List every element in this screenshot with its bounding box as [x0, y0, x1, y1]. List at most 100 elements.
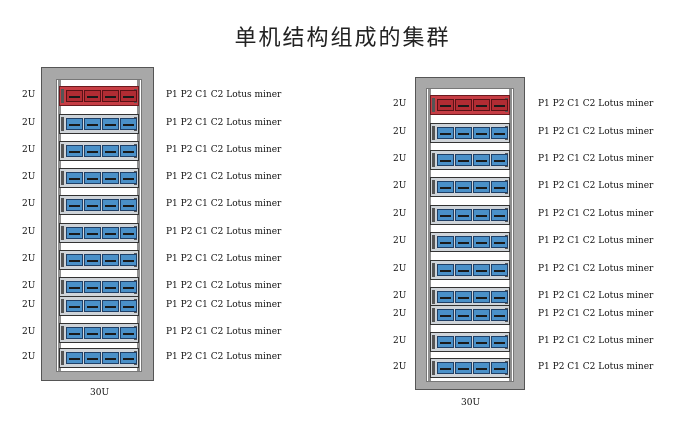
- server-handle-left: [61, 299, 64, 313]
- drive-bay: [491, 154, 508, 166]
- unit-size-label: 2U: [393, 362, 407, 372]
- server-role-label: P1 P2 C1 C2 Lotus miner: [538, 336, 654, 346]
- drive-bay: [102, 300, 119, 312]
- drive-bay: [120, 90, 137, 102]
- unit-size-label: 2U: [22, 90, 36, 100]
- drive-bay: [66, 90, 83, 102]
- server-unit[interactable]: [430, 177, 510, 197]
- drive-bay: [84, 254, 101, 266]
- drive-bay: [473, 362, 490, 374]
- server-unit[interactable]: [59, 141, 139, 161]
- drive-bay: [84, 281, 101, 293]
- drive-bay: [455, 154, 472, 166]
- drive-bay: [120, 199, 137, 211]
- drive-bay: [473, 99, 490, 111]
- server-unit[interactable]: [59, 195, 139, 215]
- drive-bay: [102, 145, 119, 157]
- drive-bay: [437, 127, 454, 139]
- server-role-label: P1 P2 C1 C2 Lotus miner: [166, 90, 282, 100]
- drive-bay: [491, 236, 508, 248]
- drive-bay: [66, 199, 83, 211]
- drive-bay: [473, 181, 490, 193]
- server-handle-left: [432, 98, 435, 112]
- server-handle-left: [432, 180, 435, 194]
- server-role-label: P1 P2 C1 C2 Lotus miner: [538, 264, 654, 274]
- drive-bay: [120, 145, 137, 157]
- drive-bay: [473, 291, 490, 303]
- drive-bay: [84, 90, 101, 102]
- drive-bay: [437, 362, 454, 374]
- drive-bay: [84, 145, 101, 157]
- drive-bay: [84, 172, 101, 184]
- server-unit[interactable]: [430, 205, 510, 225]
- server-unit[interactable]: [430, 232, 510, 252]
- server-role-label: P1 P2 C1 C2 Lotus miner: [166, 172, 282, 182]
- unit-size-label: 2U: [393, 236, 407, 246]
- unit-size-label: 2U: [22, 281, 36, 291]
- drive-bay: [66, 281, 83, 293]
- drive-bay: [491, 309, 508, 321]
- drive-bay: [473, 236, 490, 248]
- drive-bay: [455, 336, 472, 348]
- server-unit[interactable]: [430, 332, 510, 352]
- unit-size-label: 2U: [393, 99, 407, 109]
- server-unit[interactable]: [430, 150, 510, 170]
- drive-bay: [120, 281, 137, 293]
- drive-bay: [455, 99, 472, 111]
- server-handle-left: [61, 253, 64, 267]
- drive-bay: [84, 352, 101, 364]
- server-unit[interactable]: [430, 260, 510, 280]
- unit-size-label: 2U: [22, 227, 36, 237]
- unit-size-label: 2U: [22, 199, 36, 209]
- server-role-label: P1 P2 C1 C2 Lotus miner: [166, 327, 282, 337]
- server-unit[interactable]: [59, 114, 139, 134]
- server-unit[interactable]: [430, 95, 510, 115]
- server-role-label: P1 P2 C1 C2 Lotus miner: [538, 154, 654, 164]
- drive-bay: [455, 291, 472, 303]
- rack-rail-left: [428, 89, 431, 381]
- server-unit[interactable]: [430, 287, 510, 307]
- server-role-label: P1 P2 C1 C2 Lotus miner: [166, 118, 282, 128]
- drive-bay: [491, 291, 508, 303]
- drive-bay: [437, 291, 454, 303]
- server-handle-left: [61, 198, 64, 212]
- server-unit[interactable]: [430, 358, 510, 378]
- server-handle-left: [432, 235, 435, 249]
- drive-bay: [66, 300, 83, 312]
- server-unit[interactable]: [59, 168, 139, 188]
- drive-bay: [473, 309, 490, 321]
- unit-size-label: 2U: [393, 336, 407, 346]
- unit-size-label: 2U: [22, 352, 36, 362]
- server-unit[interactable]: [59, 296, 139, 316]
- unit-size-label: 2U: [393, 209, 407, 219]
- server-handle-left: [432, 335, 435, 349]
- rack-capacity-label: 30U: [461, 398, 481, 408]
- drive-bay: [437, 236, 454, 248]
- server-unit[interactable]: [430, 123, 510, 143]
- server-handle-left: [432, 263, 435, 277]
- server-unit[interactable]: [59, 323, 139, 343]
- server-role-label: P1 P2 C1 C2 Lotus miner: [538, 209, 654, 219]
- drive-bay: [102, 199, 119, 211]
- drive-bay: [66, 327, 83, 339]
- drive-bay: [66, 145, 83, 157]
- server-unit[interactable]: [59, 223, 139, 243]
- server-unit[interactable]: [430, 305, 510, 325]
- server-unit[interactable]: [59, 348, 139, 368]
- server-handle-left: [61, 351, 64, 365]
- drive-bay: [84, 227, 101, 239]
- server-role-label: P1 P2 C1 C2 Lotus miner: [166, 254, 282, 264]
- unit-size-label: 2U: [22, 327, 36, 337]
- server-handle-left: [61, 89, 64, 103]
- server-role-label: P1 P2 C1 C2 Lotus miner: [166, 199, 282, 209]
- unit-size-label: 2U: [22, 118, 36, 128]
- drive-bay: [437, 154, 454, 166]
- server-unit[interactable]: [59, 250, 139, 270]
- server-role-label: P1 P2 C1 C2 Lotus miner: [166, 281, 282, 291]
- server-role-label: P1 P2 C1 C2 Lotus miner: [538, 362, 654, 372]
- unit-size-label: 2U: [22, 254, 36, 264]
- server-unit[interactable]: [59, 277, 139, 297]
- drive-bay: [473, 264, 490, 276]
- server-handle-left: [61, 226, 64, 240]
- server-unit[interactable]: [59, 86, 139, 106]
